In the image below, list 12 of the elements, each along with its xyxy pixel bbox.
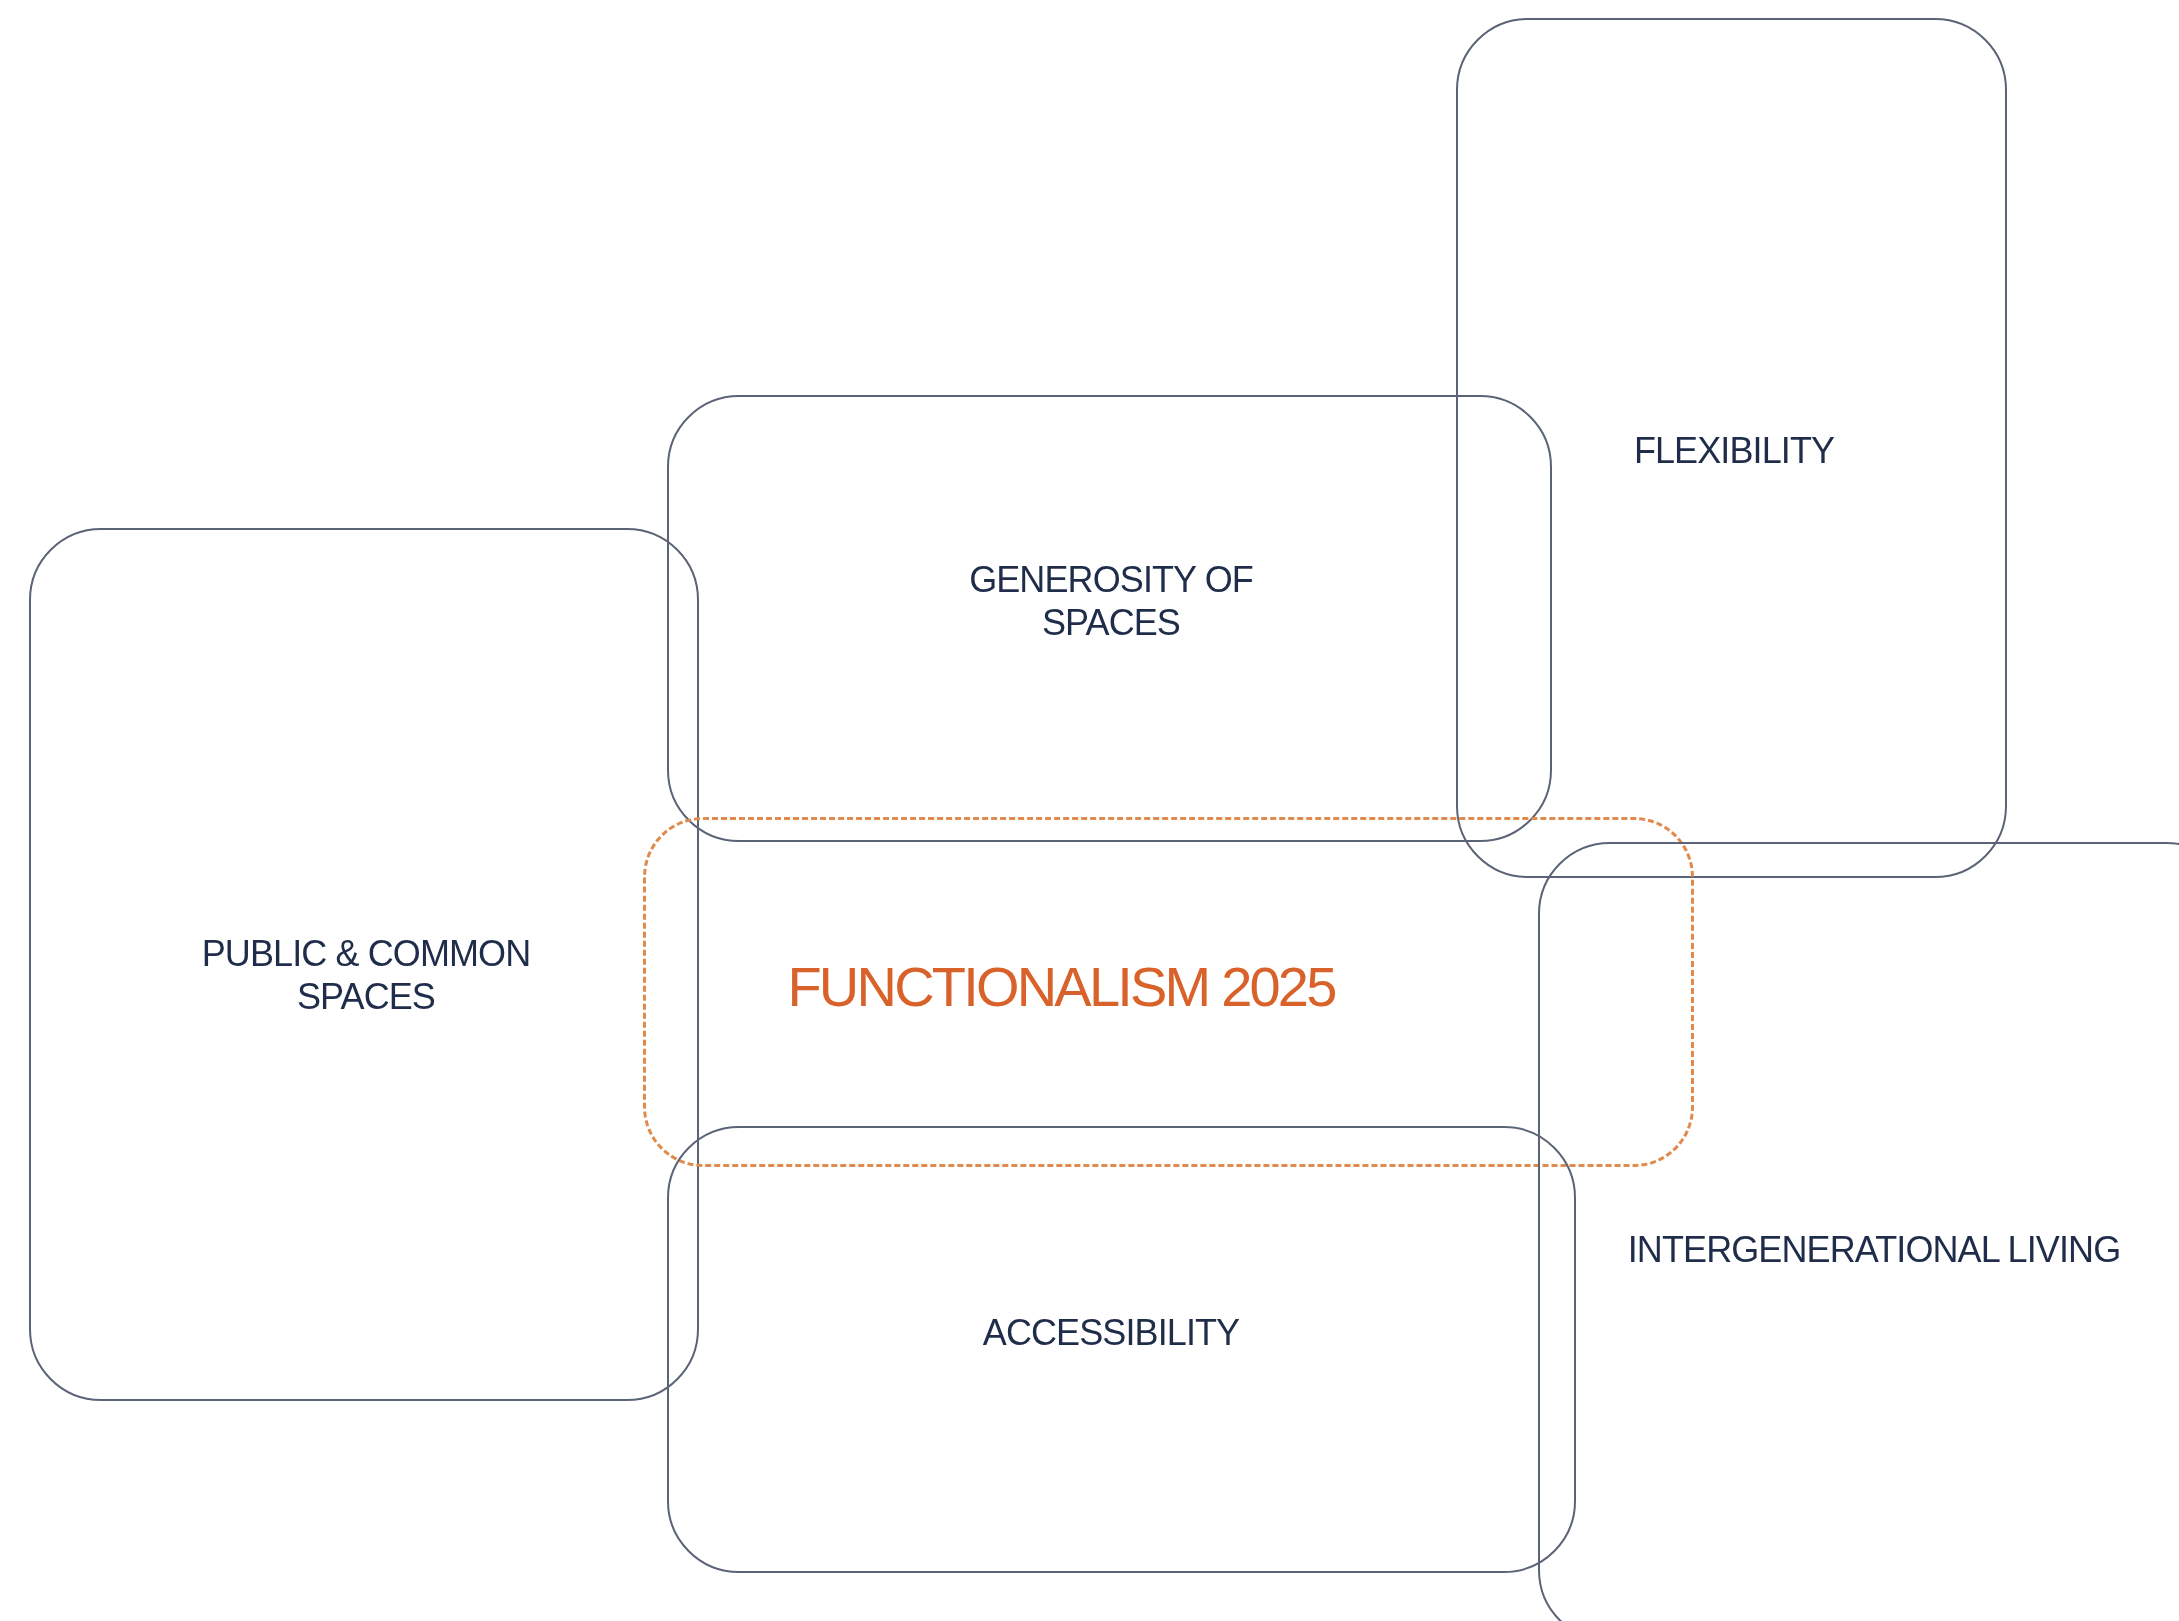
rounded-box (667, 1126, 1576, 1573)
box-label: FLEXIBILITY (1633, 429, 1835, 473)
box-label: GENEROSITY OF SPACES (968, 557, 1254, 645)
title-text: FUNCTIONALISM 2025 (787, 956, 1335, 1018)
rounded-box (1456, 18, 2007, 878)
box-label: INTERGENERATIONAL LIVING (1627, 1228, 2121, 1272)
box-label: ACCESSIBILITY (982, 1311, 1240, 1355)
rounded-box (1538, 842, 2179, 1621)
rounded-box (667, 395, 1552, 842)
rounded-box (29, 528, 699, 1401)
box-label: PUBLIC & COMMON SPACES (200, 931, 532, 1019)
dashed-focus-box (643, 817, 1694, 1167)
